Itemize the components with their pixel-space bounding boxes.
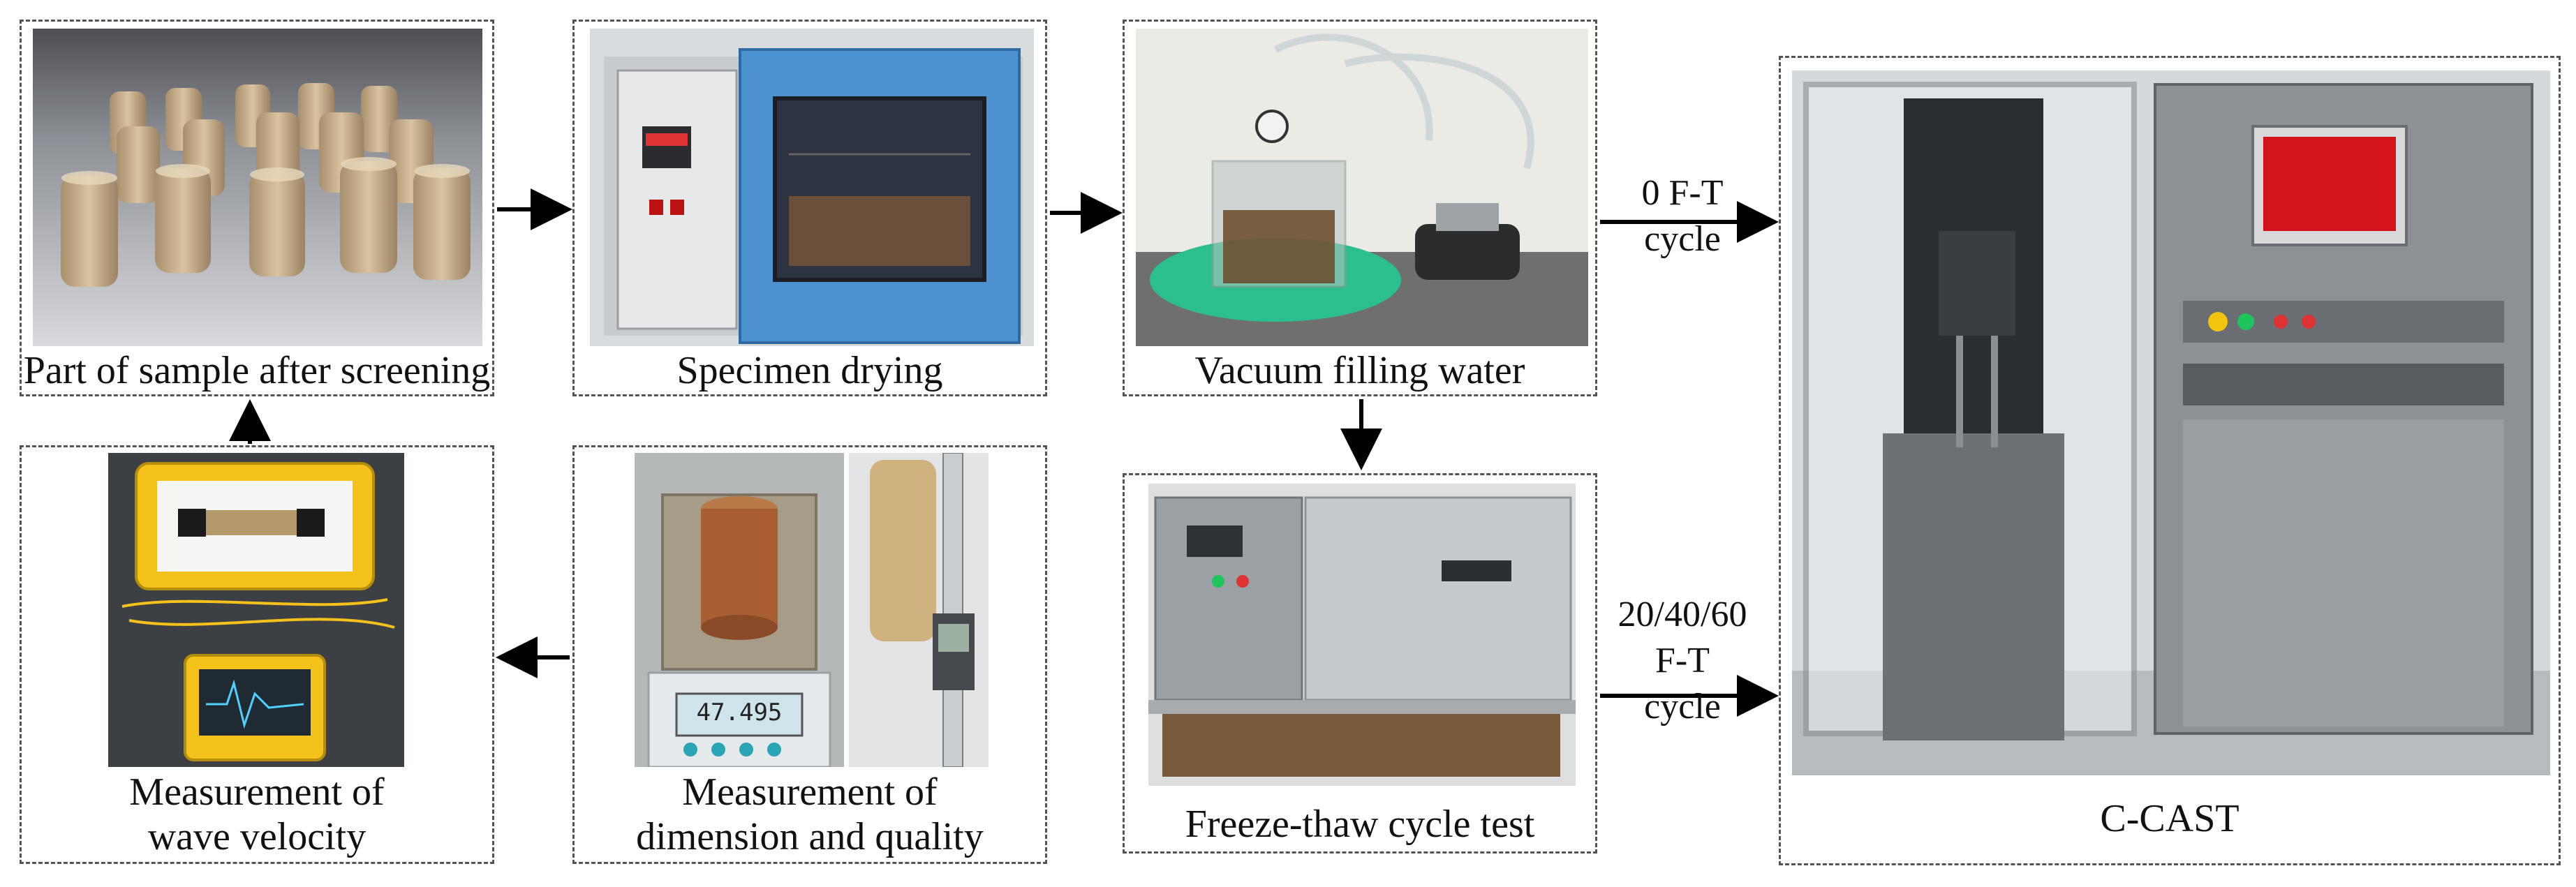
step-c-cast: C-CAST	[1779, 56, 2561, 865]
caption-specimen-drying: Specimen drying	[676, 349, 943, 392]
label-zero-ft-cycle: 0 F-T cycle	[1606, 170, 1759, 262]
sample-cores-photo	[33, 29, 482, 346]
label-zero-line2: cycle	[1644, 219, 1721, 259]
c-cast-machine-photo	[1792, 70, 2550, 775]
balance-readout: 47.495	[696, 699, 783, 726]
label-multi-line3: cycle	[1644, 687, 1721, 726]
caption-vacuum-filling: Vacuum filling water	[1194, 349, 1525, 392]
caption-dimension-line1: Measurement of	[682, 770, 938, 814]
caption-wave-line1: Measurement of	[129, 770, 385, 814]
vacuum-saturation-photo	[1136, 29, 1588, 346]
caption-freeze-thaw: Freeze-thaw cycle test	[1185, 803, 1535, 846]
step-wave-velocity: Measurement of wave velocity	[20, 445, 494, 864]
caption-c-cast: C-CAST	[2100, 797, 2240, 840]
drying-oven-photo	[590, 29, 1034, 346]
core-samples	[61, 83, 471, 287]
caption-sample-screening: Part of sample after screening	[23, 349, 491, 392]
caption-dimension-line2: dimension and quality	[636, 815, 984, 858]
label-multi-line1: 20/40/60	[1618, 595, 1747, 634]
freeze-thaw-chamber-photo	[1148, 484, 1576, 786]
step-dimension-quality: 47.495 Measurement of dimension and qual…	[572, 445, 1047, 864]
step-freeze-thaw: Freeze-thaw cycle test	[1123, 473, 1597, 854]
step-vacuum-filling: Vacuum filling water	[1123, 20, 1597, 396]
caliper-photo	[849, 453, 989, 767]
wave-velocity-photo	[108, 453, 404, 767]
step-sample-screening: Part of sample after screening	[20, 20, 494, 396]
balance-photo: 47.495	[635, 453, 844, 767]
label-zero-line1: 0 F-T	[1641, 173, 1724, 213]
label-multi-line2: F-T	[1655, 641, 1710, 680]
step-specimen-drying: Specimen drying	[572, 20, 1047, 396]
caption-wave-line2: wave velocity	[147, 815, 367, 858]
label-multi-ft-cycle: 20/40/60 F-T cycle	[1599, 592, 1766, 730]
